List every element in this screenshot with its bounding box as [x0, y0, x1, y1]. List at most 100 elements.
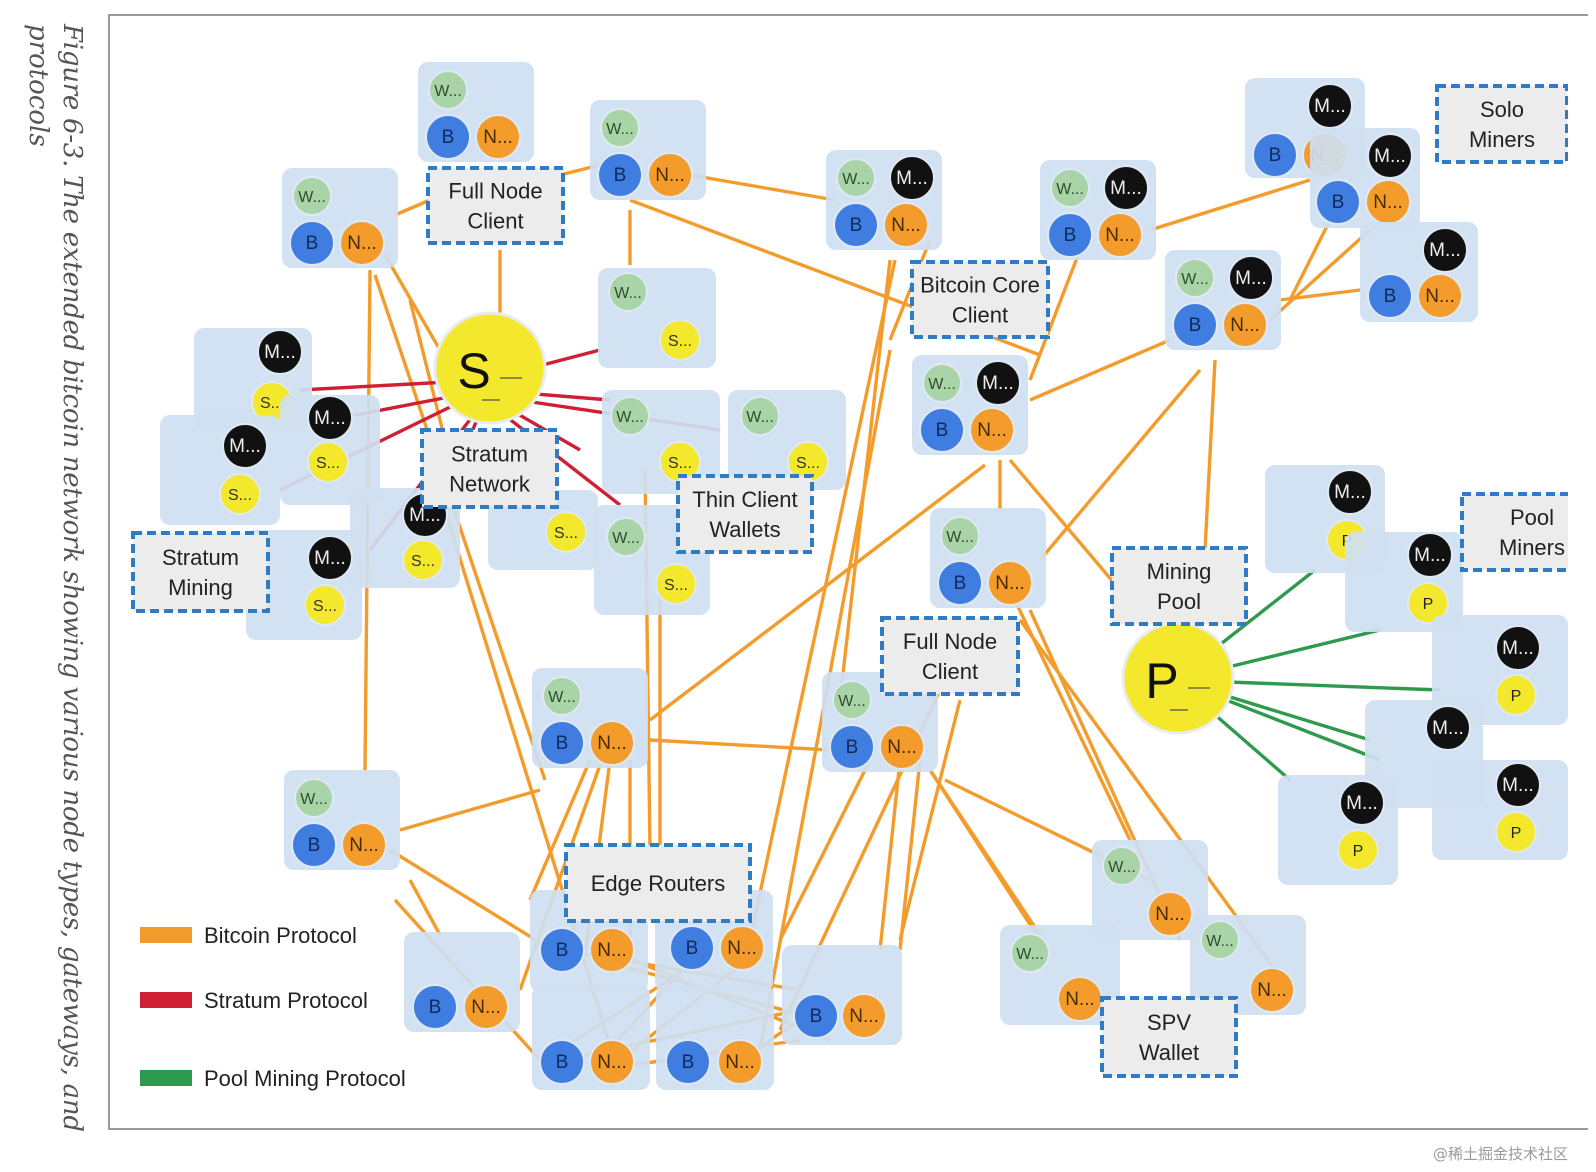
- bitcoin-core-client-label-text: Client: [952, 303, 1008, 328]
- miner-node-label: M...: [314, 408, 346, 429]
- network-node-label: N...: [597, 1052, 627, 1073]
- solo-miners-label-box: [1435, 84, 1568, 164]
- blockchain-node: [597, 152, 643, 198]
- bitcoin-core-client-label-text: Bitcoin Core: [920, 273, 1040, 298]
- blockchain-node: [539, 1039, 585, 1085]
- figure-caption: Figure 6-3. The extended bitcoin network…: [8, 8, 88, 1148]
- network-node-label: N...: [727, 938, 757, 959]
- pool-server-hub-letter: P: [1145, 653, 1178, 709]
- bitcoin-link: [898, 759, 922, 951]
- blockchain-node-label: B: [1269, 145, 1282, 166]
- full-node-client-mid-label-text: Client: [922, 659, 978, 684]
- miner-node-label: M...: [264, 342, 296, 363]
- stratum-node-label: S...: [796, 455, 820, 472]
- blockchain-node: [1252, 132, 1298, 178]
- network-node-label: N...: [597, 940, 627, 961]
- miner-node: [257, 329, 303, 375]
- stratum-node: [545, 511, 587, 553]
- blockchain-node-label: B: [682, 1052, 695, 1073]
- network-node-label: N...: [597, 733, 627, 754]
- miner-node: [307, 395, 353, 441]
- wallet-node-label: W...: [1016, 946, 1044, 963]
- legend-label: Pool Mining Protocol: [204, 1066, 406, 1091]
- miner-node-label: M...: [982, 373, 1014, 394]
- stratum-node: [655, 563, 697, 605]
- legend-label: Stratum Protocol: [204, 988, 368, 1013]
- blockchain-node: [412, 984, 458, 1030]
- miner-node-label: M...: [896, 168, 928, 189]
- miner-node: [222, 423, 268, 469]
- network-node-label: N...: [1373, 192, 1403, 213]
- bitcoin-link: [1008, 458, 1122, 592]
- miner-node-label: M...: [1374, 146, 1406, 167]
- network-node-label: N...: [347, 233, 377, 254]
- miner-node: [1228, 255, 1274, 301]
- network-node-label: N...: [1155, 904, 1185, 925]
- network-node-label: N...: [1105, 225, 1135, 246]
- stratum-node: [219, 473, 261, 515]
- network-node-label: N...: [1425, 286, 1455, 307]
- stratum-mining-label-text: Stratum: [162, 545, 239, 570]
- blockchain-node-label: B: [556, 940, 569, 961]
- mining-pool-label-text: Pool: [1157, 589, 1201, 614]
- wallet-node: [292, 176, 332, 216]
- pool-member-node: [1495, 811, 1537, 853]
- bitcoin-link: [399, 788, 541, 832]
- wallet-node: [542, 676, 582, 716]
- network-node: [339, 220, 385, 266]
- blockchain-node-label: B: [1384, 286, 1397, 307]
- blockchain-node-label: B: [1189, 315, 1202, 336]
- blockchain-node-label: B: [936, 420, 949, 441]
- mining-pool-label-box: [1110, 546, 1248, 626]
- network-node: [969, 407, 1015, 453]
- stratum-node-label: S...: [554, 525, 578, 542]
- legend-label: Bitcoin Protocol: [204, 923, 357, 948]
- network-node: [1249, 967, 1295, 1013]
- mining-pool-label-text: Mining: [1147, 559, 1212, 584]
- pool-member-node-label: P: [1353, 843, 1364, 860]
- wallet-node: [940, 516, 980, 556]
- network-node: [475, 114, 521, 160]
- blockchain-node: [829, 724, 875, 770]
- miner-node: [1495, 625, 1541, 671]
- spv-wallet-label-text: SPV: [1147, 1010, 1191, 1035]
- pool-member-node: [1337, 829, 1379, 871]
- wallet-node-label: W...: [1056, 181, 1084, 198]
- network-node: [647, 152, 693, 198]
- network-node-label: N...: [483, 127, 513, 148]
- miner-node: [1367, 133, 1413, 179]
- edge-routers-label-box: [564, 843, 752, 923]
- edge-routers-label-text: Edge Routers: [591, 871, 726, 896]
- wallet-node: [608, 272, 648, 312]
- network-node: [463, 984, 509, 1030]
- network-node: [589, 1039, 635, 1085]
- wallet-node: [294, 778, 334, 818]
- stratum-node-label: S...: [313, 598, 337, 615]
- blockchain-node-label: B: [846, 737, 859, 758]
- bitcoin-link: [689, 173, 836, 202]
- blockchain-node: [919, 407, 965, 453]
- miner-node: [1422, 227, 1468, 273]
- network-node: [883, 202, 929, 248]
- bitcoin-link: [748, 259, 897, 941]
- bitcoin-link: [408, 299, 447, 441]
- wallet-node: [1102, 846, 1142, 886]
- wallet-node: [428, 70, 468, 110]
- pool-member-node-label: P: [1511, 825, 1522, 842]
- stratum-node-label: S...: [316, 455, 340, 472]
- stratum-mining-label-box: [131, 531, 270, 613]
- blockchain-node-label: B: [556, 733, 569, 754]
- blockchain-node-label: B: [306, 233, 319, 254]
- blockchain-node: [669, 925, 715, 971]
- network-node: [719, 925, 765, 971]
- network-node-label: N...: [1230, 315, 1260, 336]
- network-node: [1147, 891, 1193, 937]
- blockchain-node: [665, 1039, 711, 1085]
- blockchain-node-label: B: [442, 127, 455, 148]
- stratum-node-label: S...: [664, 577, 688, 594]
- network-node-label: N...: [977, 420, 1007, 441]
- miner-node-label: M...: [1314, 96, 1346, 117]
- wallet-node: [836, 158, 876, 198]
